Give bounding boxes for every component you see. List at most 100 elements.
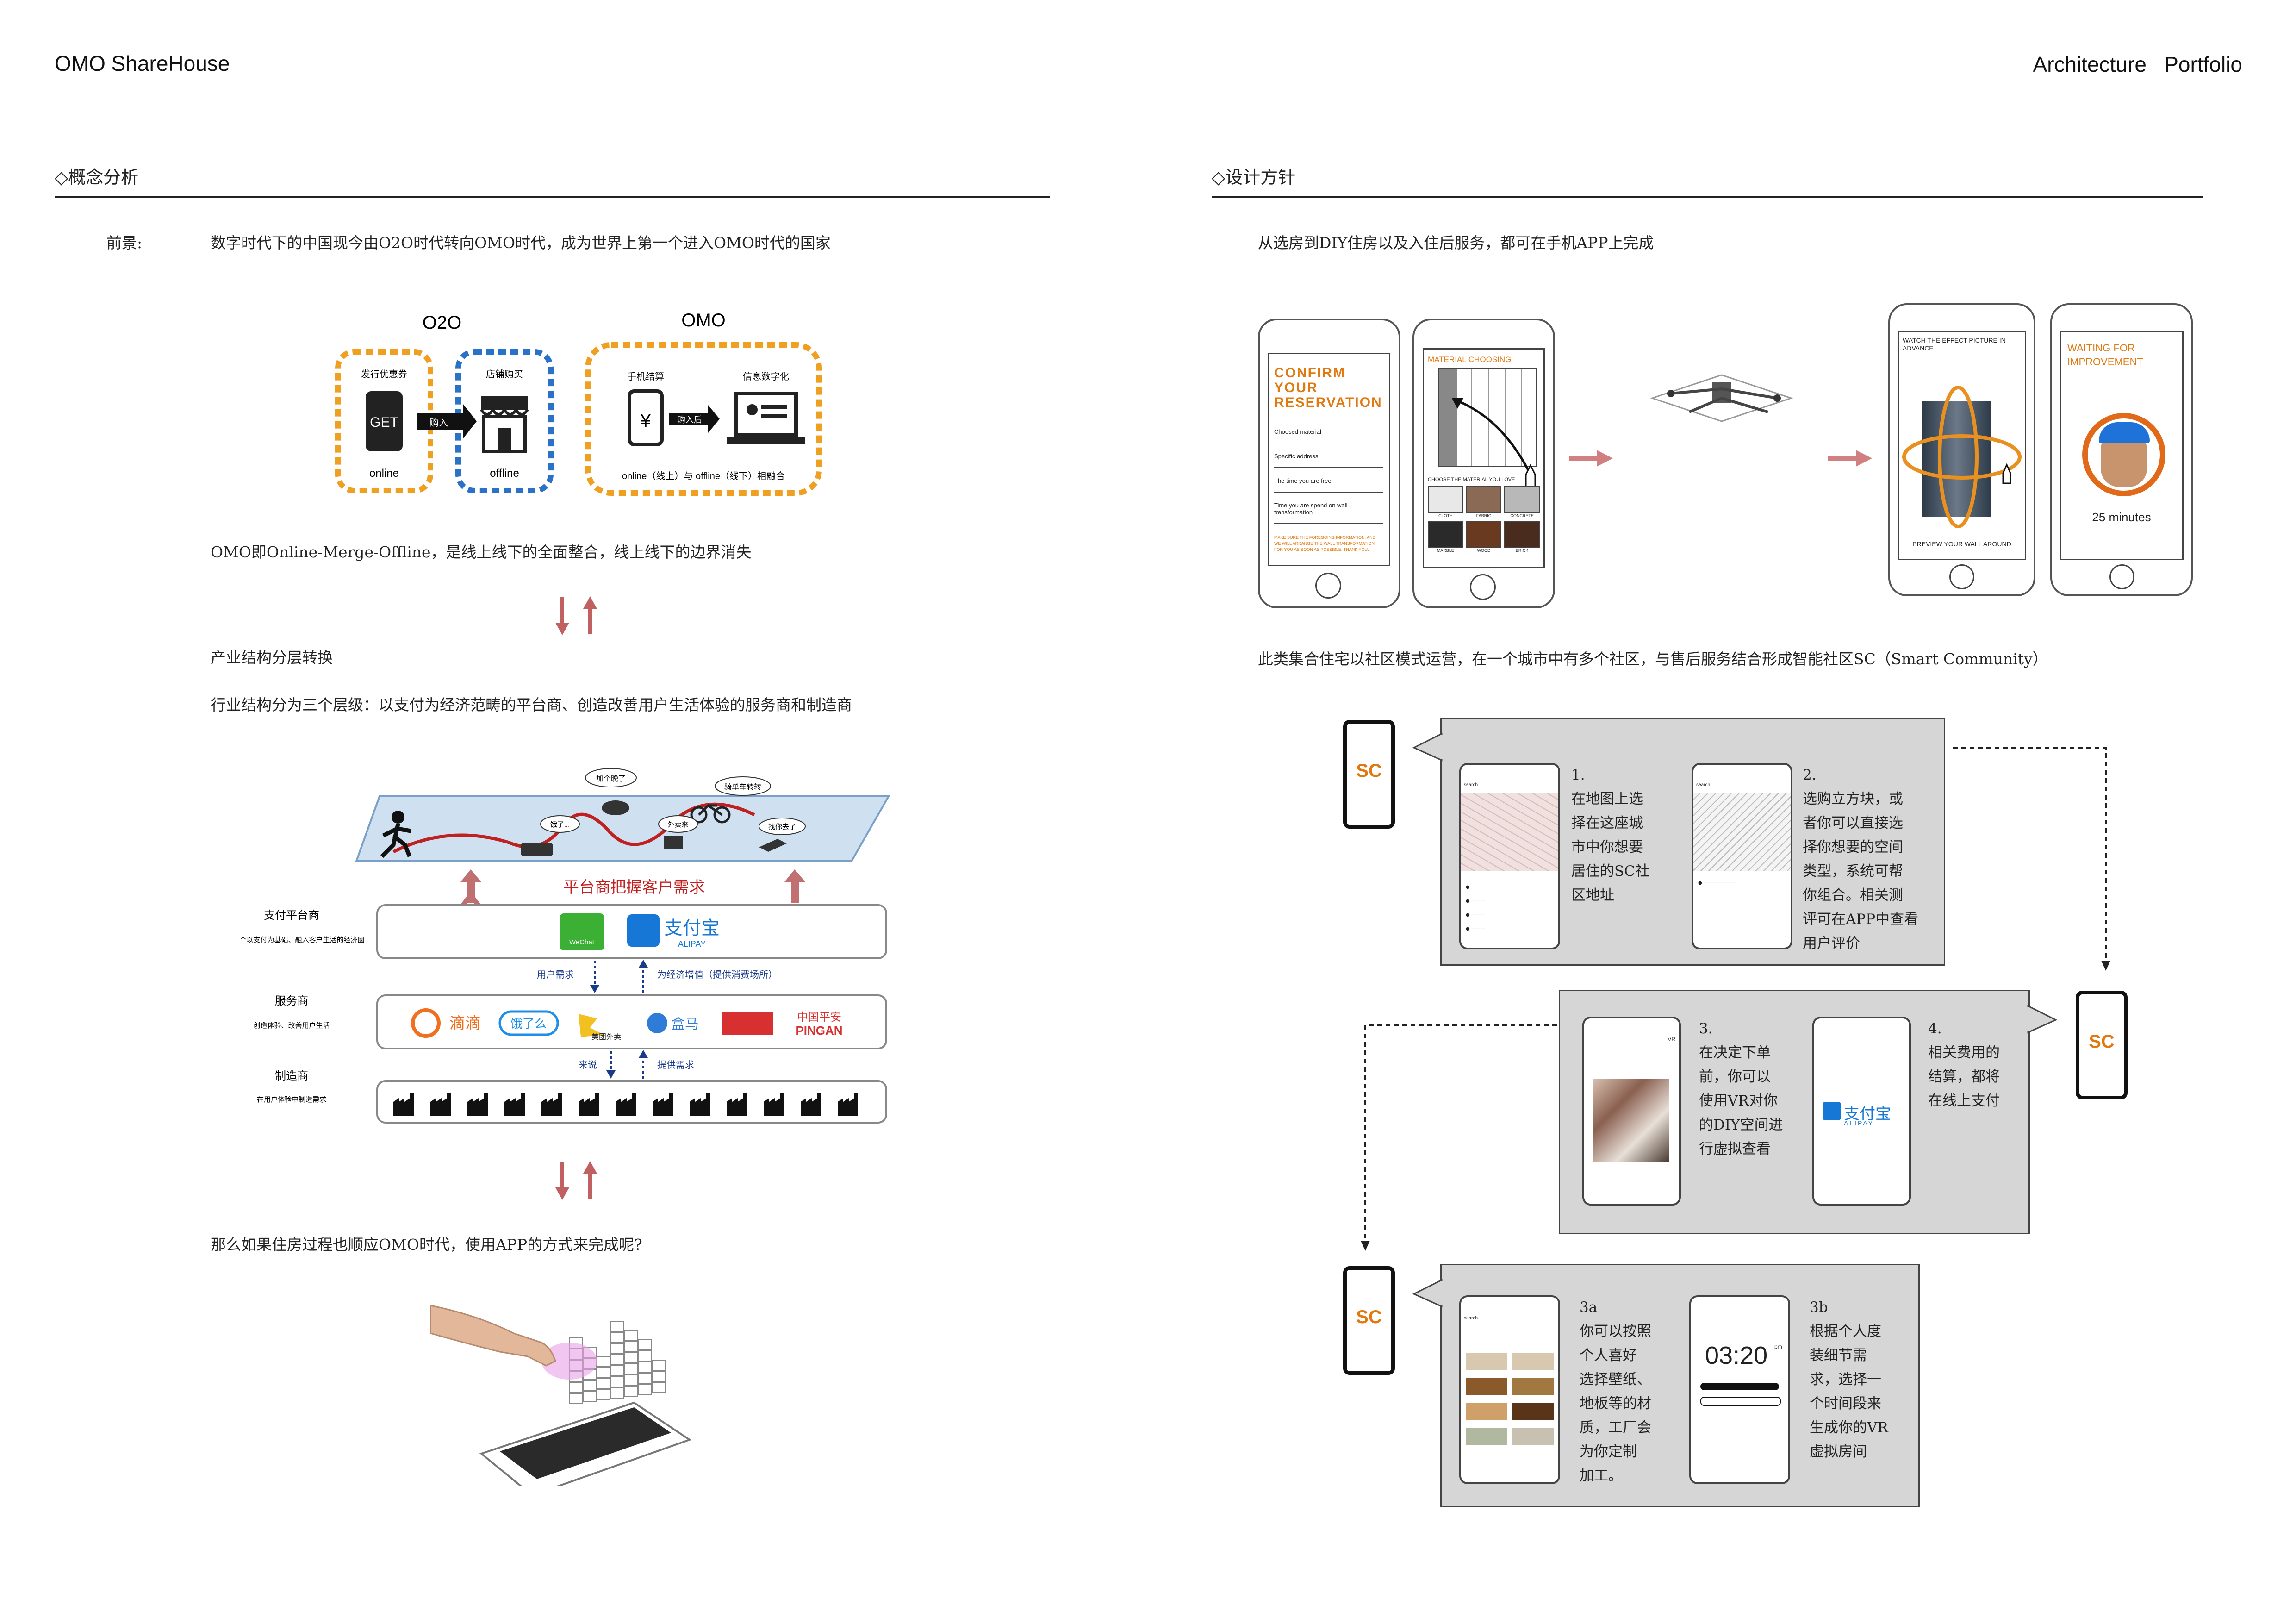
step-box-2: VR 3. 在决定下单前，你可以使用VR对你的DIY空间进行虚拟查看 支付宝 A… (1559, 990, 2030, 1234)
laptop-icon (727, 392, 805, 444)
waiting-phone: WAITING FOR IMPROVEMENT 25 minutes (2050, 303, 2193, 596)
home-button[interactable] (1315, 573, 1341, 599)
field-address-input[interactable] (1274, 462, 1383, 468)
come-text: 来说 (579, 1060, 597, 1070)
after-buy-text: 购入后 (677, 415, 702, 425)
merge-text: online（线上）与 offline（线下）相融合 (622, 471, 785, 481)
cube (569, 1382, 583, 1393)
o2o-label: O2O (423, 312, 461, 333)
wechat-text: WeChat (569, 938, 595, 946)
search-label-3[interactable]: search (1464, 1316, 1478, 1321)
swatch-marble[interactable]: MARBLE (1428, 521, 1463, 553)
step-3-text: 3. 在决定下单前，你可以使用VR对你的DIY空间进行虚拟查看 (1699, 1020, 1783, 1157)
progress-ring (2082, 413, 2165, 496)
project-title: OMO ShareHouse (55, 51, 230, 75)
store-icon (480, 396, 529, 453)
tier-2-desc: 创造体验、改善用户生活 (253, 1022, 330, 1030)
factory-icon (727, 1093, 747, 1116)
material-title: MATERIAL CHOOSING (1428, 355, 1512, 364)
swatch-brick[interactable]: BRICK (1504, 521, 1540, 553)
didi-text: 滴滴 (449, 1015, 481, 1032)
platform-plane (355, 795, 890, 862)
cube (610, 1365, 624, 1376)
value-add-text: 为经济增值（提供消费场所） (657, 969, 778, 980)
factory-icon (579, 1093, 599, 1116)
hand-phone-illustration (430, 1305, 692, 1486)
cube-phone: search ● ——————— (1692, 763, 1792, 949)
swatch-grid: CLOTH FABRIC CONCRETE MARBLE WOOD BRICK (1428, 486, 1540, 553)
field-duration-input[interactable] (1274, 518, 1383, 524)
online-text: online (369, 467, 399, 480)
step-3a-text: 3a 你可以按照个人喜好选择壁纸、地板等的材质，工厂会为你定制加工。 (1580, 1299, 1651, 1484)
field-address-label: Specific address (1274, 453, 1319, 460)
home-button[interactable] (2109, 564, 2134, 589)
robot-arm-icon (1650, 374, 1793, 422)
clock-text: 03:20 (1705, 1342, 1768, 1369)
tier-3-desc: 在用户体验中制造需求 (257, 1096, 326, 1104)
cube-view[interactable] (1693, 793, 1791, 871)
factory-icon (838, 1093, 858, 1116)
material-list (1466, 1353, 1554, 1445)
hema-text: 盒马 (671, 1017, 699, 1032)
home-button[interactable] (1470, 574, 1496, 600)
offline-text: offline (490, 467, 519, 480)
swatch-fabric[interactable]: FABRIC (1466, 486, 1502, 518)
background-label: 前景: (106, 234, 143, 252)
factory-icon (430, 1093, 451, 1116)
cube (597, 1378, 610, 1389)
design-intro: 从选房到DIY住房以及入住后服务，都可在手机APP上完成 (1258, 234, 1654, 252)
preview-caption: PREVIEW YOUR WALL AROUND (1912, 540, 2011, 548)
factory-icon (541, 1093, 562, 1116)
clock-pm: pm (1774, 1343, 1782, 1350)
cube (624, 1363, 638, 1374)
bowl-icon (602, 800, 629, 815)
runner-icon (380, 811, 412, 858)
left-divider (55, 196, 1050, 198)
time-slider[interactable] (1700, 1383, 1779, 1390)
reservation-screen: CONFIRM YOUR RESERVATION Choosed materia… (1268, 353, 1390, 566)
up-down-arrows-icon (555, 596, 597, 635)
field-free-time-input[interactable] (1274, 486, 1383, 493)
portfolio-title: Architecture Portfolio (2033, 52, 2242, 76)
omo-box (585, 342, 822, 496)
time-slider-2[interactable] (1700, 1397, 1781, 1406)
field-material-label: Choosed material (1274, 428, 1321, 435)
swatch-concrete[interactable]: CONCRETE (1504, 486, 1540, 518)
swatch-cloth[interactable]: CLOTH (1428, 486, 1463, 518)
cube (652, 1371, 666, 1382)
vr-phone: VR (1582, 1017, 1681, 1206)
cube (652, 1382, 666, 1393)
alipay-text-2: 支付宝 (1844, 1105, 1891, 1123)
swatch-wood[interactable]: WOOD (1466, 521, 1502, 553)
cube (610, 1332, 624, 1343)
factory-icon (467, 1093, 488, 1116)
bubble-5 (759, 818, 806, 835)
tier-3-name: 制造商 (275, 1070, 308, 1082)
cube (583, 1380, 597, 1391)
cube (624, 1386, 638, 1397)
search-label-1[interactable]: search (1464, 782, 1478, 787)
bubble-5-text: 找你去了 (768, 823, 796, 831)
meituan-logo (579, 1014, 604, 1037)
vr-label: VR (1668, 1036, 1675, 1043)
cube (638, 1350, 652, 1362)
cube (597, 1389, 610, 1400)
home-button[interactable] (1949, 564, 1974, 589)
step-box-1: search ● ———● ———● ———● ——— 1. 在地图上选择在这座… (1440, 718, 1945, 966)
step-2-text: 2. 选购立方块，或者你可以直接选择你想要的空间类型，系统可帮你组合。相关测评可… (1803, 767, 1919, 952)
cube (610, 1354, 624, 1365)
alipay-logo (627, 914, 660, 947)
bubble-4 (658, 815, 698, 833)
field-material-input[interactable] (1274, 437, 1383, 443)
map-view[interactable] (1461, 793, 1558, 871)
material-phone: MATERIAL CHOOSING CHOOSE THE MATERIAL YO… (1412, 319, 1555, 608)
material-screen: MATERIAL CHOOSING CHOOSE THE MATERIAL YO… (1423, 348, 1545, 568)
factory-icon (616, 1093, 636, 1116)
phone-icon (366, 391, 403, 451)
speech-tail-3 (1412, 1279, 1443, 1308)
search-label-2[interactable]: search (1696, 782, 1711, 787)
factory-icon (690, 1093, 710, 1116)
preview-phone: WATCH THE EFFECT PICTURE IN ADVANCE PREV… (1888, 303, 2035, 596)
background-text: 数字时代下的中国现今由O2O时代转向OMO时代，成为世界上第一个进入OMO时代的… (211, 234, 831, 252)
bubble-1-text: 加个晚了 (596, 775, 626, 783)
